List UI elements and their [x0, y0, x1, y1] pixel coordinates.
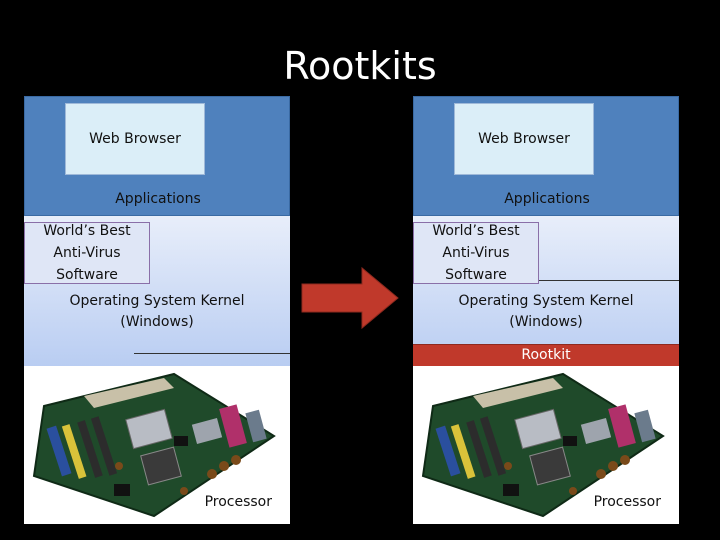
kernel-divider-line	[539, 280, 679, 281]
web-browser-box: Web Browser	[454, 103, 594, 175]
kernel-layer: World’s Best Anti-Virus Software Operati…	[413, 216, 679, 366]
kernel-label: Operating System Kernel (Windows)	[24, 291, 290, 333]
antivirus-line-2: Anti-Virus	[53, 245, 121, 261]
antivirus-box: World’s Best Anti-Virus Software	[413, 222, 539, 284]
applications-layer: Web Browser Applications	[24, 96, 290, 216]
system-stack-clean: Web Browser Applications World’s Best An…	[24, 96, 290, 524]
right-arrow-icon	[301, 266, 399, 330]
hardware-layer: Processor	[24, 366, 290, 524]
web-browser-box: Web Browser	[65, 103, 205, 175]
kernel-layer: World’s Best Anti-Virus Software Operati…	[24, 216, 290, 366]
kernel-label: Operating System Kernel (Windows)	[413, 291, 679, 333]
kernel-divider-line	[134, 353, 290, 354]
kernel-label-line-1: Operating System Kernel	[458, 293, 634, 309]
motherboard-image	[413, 366, 679, 524]
motherboard-image	[24, 366, 290, 524]
applications-label: Applications	[115, 191, 201, 207]
hardware-layer: Processor	[413, 366, 679, 524]
applications-label: Applications	[504, 191, 590, 207]
rootkit-layer: Rootkit	[413, 344, 679, 366]
slide-title: Rootkits	[283, 44, 437, 88]
applications-layer: Web Browser Applications	[413, 96, 679, 216]
antivirus-box: World’s Best Anti-Virus Software	[24, 222, 150, 284]
system-stack-infected: Web Browser Applications World’s Best An…	[413, 96, 679, 524]
web-browser-label: Web Browser	[478, 131, 570, 147]
antivirus-line-3: Software	[445, 267, 507, 283]
kernel-label-line-2: (Windows)	[120, 314, 194, 330]
antivirus-line-2: Anti-Virus	[442, 245, 510, 261]
antivirus-line-1: World’s Best	[43, 223, 131, 239]
kernel-label-line-2: (Windows)	[509, 314, 583, 330]
antivirus-line-1: World’s Best	[432, 223, 520, 239]
kernel-label-line-1: Operating System Kernel	[69, 293, 245, 309]
web-browser-label: Web Browser	[89, 131, 181, 147]
processor-label: Processor	[593, 494, 661, 510]
processor-label: Processor	[204, 494, 272, 510]
antivirus-line-3: Software	[56, 267, 118, 283]
